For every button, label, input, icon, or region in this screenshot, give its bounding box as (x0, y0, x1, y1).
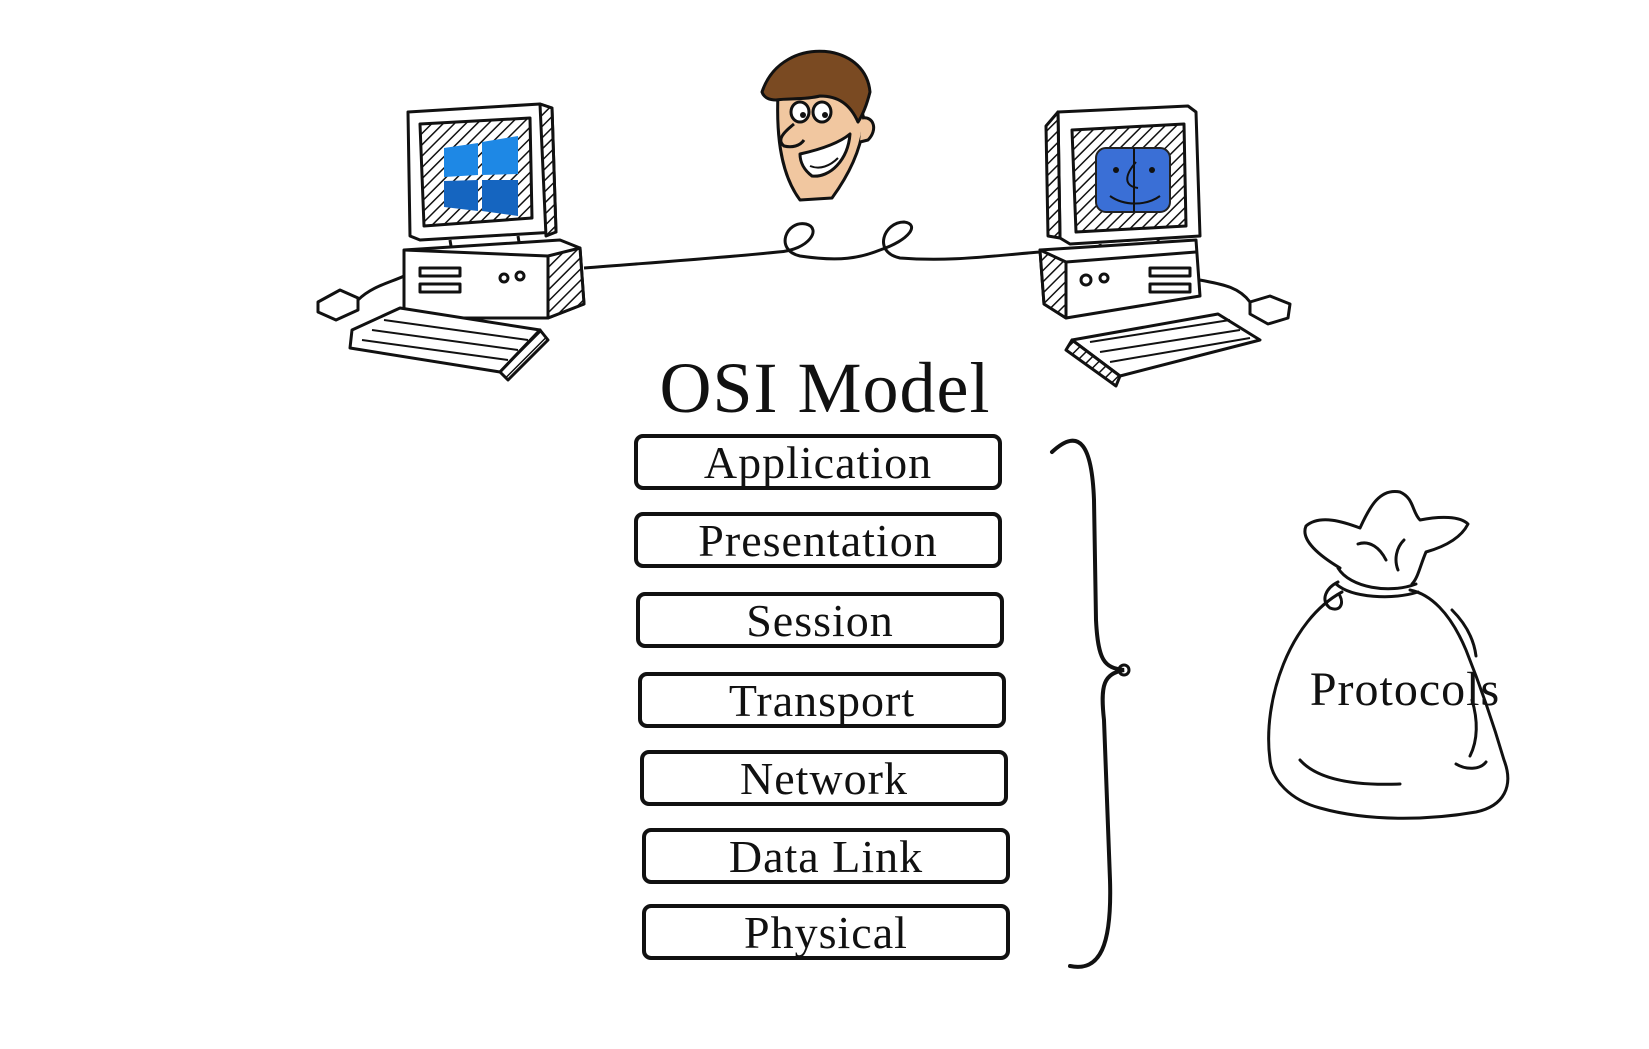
windows-computer-icon (316, 102, 586, 382)
layer-label: Network (740, 752, 908, 804)
brace-tip-icon (1117, 663, 1131, 677)
layer-label: Presentation (698, 514, 938, 566)
layer-network: Network (640, 750, 1008, 806)
windows-logo-icon (444, 136, 518, 216)
network-cable (583, 220, 1041, 270)
layer-label: Session (746, 594, 894, 646)
layer-label: Physical (744, 906, 908, 958)
layer-application: Application (634, 434, 1002, 490)
layers-brace (1050, 438, 1125, 969)
layer-label: Transport (728, 674, 916, 726)
protocols-label: Protocols (1309, 663, 1501, 716)
layer-data-link: Data Link (642, 828, 1010, 884)
layer-presentation: Presentation (634, 512, 1002, 568)
mac-finder-logo-icon (1095, 147, 1171, 213)
layer-session: Session (636, 592, 1004, 648)
layer-physical: Physical (642, 904, 1010, 960)
diagram-title: OSI Model (659, 348, 991, 428)
cartoon-man-icon (760, 49, 876, 202)
layer-label: Data Link (728, 830, 924, 882)
mac-computer-icon (1038, 104, 1292, 388)
layer-label: Application (703, 436, 933, 488)
layer-transport: Transport (638, 672, 1006, 728)
protocols-bag-icon (1267, 489, 1510, 820)
